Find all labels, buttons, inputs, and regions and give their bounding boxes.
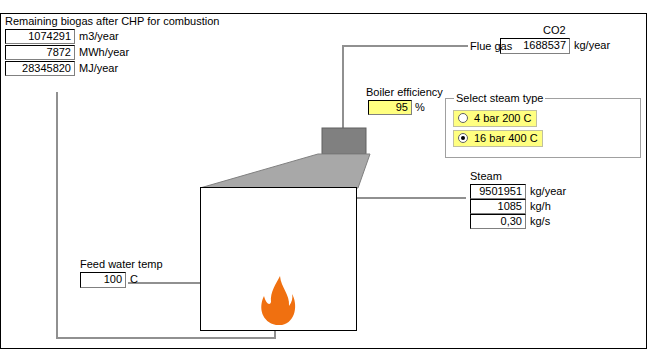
steam-line bbox=[356, 197, 466, 199]
option-text: 16 bar 400 C bbox=[474, 132, 538, 144]
value-text: 95 bbox=[396, 101, 408, 113]
value-box: 1074291 bbox=[5, 29, 75, 44]
value-box: 7872 bbox=[5, 45, 75, 60]
group-title: Select steam type bbox=[454, 91, 545, 105]
value-box: 1085 bbox=[470, 199, 526, 214]
value-box: 28345820 bbox=[5, 61, 75, 76]
value-box: 100 bbox=[80, 272, 126, 288]
value-box: 0,30 bbox=[470, 214, 526, 229]
field-label: MWh/year bbox=[79, 46, 129, 59]
field-label: Feed water temp bbox=[80, 258, 163, 271]
radio-button bbox=[458, 133, 468, 143]
field-label: % bbox=[415, 101, 425, 114]
panel-frame bbox=[1, 14, 647, 349]
field-label: kg/h bbox=[530, 200, 551, 213]
value-text: 28345820 bbox=[22, 62, 71, 74]
boiler-box bbox=[201, 188, 357, 331]
value-text: 1688537 bbox=[523, 39, 566, 51]
value-text: 1085 bbox=[498, 200, 522, 212]
boiler-hood bbox=[200, 154, 370, 188]
field-label: CO2 bbox=[543, 24, 566, 37]
field-label: kg/year bbox=[574, 39, 610, 52]
value-text: 0,30 bbox=[501, 215, 522, 227]
field-label: kg/s bbox=[530, 215, 550, 228]
radio-button bbox=[458, 113, 468, 123]
field-label: MJ/year bbox=[79, 62, 118, 75]
option-group: Select steam type4 bar 200 C16 bar 400 C bbox=[445, 98, 641, 158]
field-label: Remaining biogas after CHP for combustio… bbox=[5, 15, 219, 28]
value-text: 9501951 bbox=[479, 185, 522, 197]
flame-icon bbox=[261, 276, 295, 325]
radio-option: 16 bar 400 C bbox=[453, 130, 543, 147]
radio-option: 4 bar 200 C bbox=[453, 110, 537, 127]
field-label: m3/year bbox=[79, 30, 119, 43]
feed-water-line bbox=[128, 282, 200, 284]
value-text: 100 bbox=[104, 273, 122, 285]
value-text: 7872 bbox=[47, 46, 71, 58]
value-box: 9501951 bbox=[470, 184, 526, 199]
value-text: 1074291 bbox=[28, 30, 71, 42]
field-label: kg/year bbox=[530, 185, 566, 198]
value-box: 95 bbox=[368, 100, 412, 115]
option-text: 4 bar 200 C bbox=[474, 112, 531, 124]
field-label: Boiler efficiency bbox=[366, 86, 443, 99]
field-label: C bbox=[130, 273, 138, 286]
field-label: Flue gas bbox=[470, 40, 512, 53]
chimney bbox=[322, 128, 366, 154]
field-label: Steam bbox=[470, 170, 502, 183]
